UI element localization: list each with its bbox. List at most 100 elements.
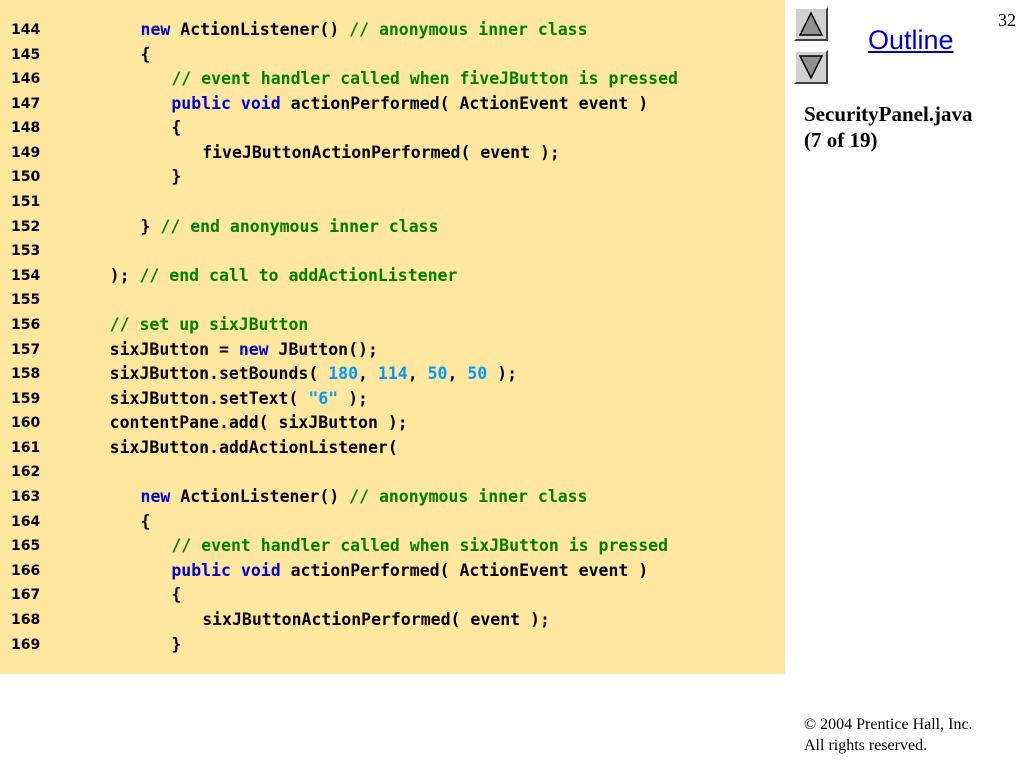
line-number: 149 xyxy=(11,144,41,161)
file-title-name: SecurityPanel.java xyxy=(804,102,973,126)
code-token: { xyxy=(140,44,151,64)
code-token: actionPerformed( ActionEvent event ) xyxy=(280,93,649,113)
keyword-token: void xyxy=(240,93,281,113)
comment-token: // event handler called when sixJButton … xyxy=(171,536,669,556)
outline-link[interactable]: Outline xyxy=(868,25,954,55)
line-number: 159 xyxy=(11,390,41,407)
code-text: public void actionPerformed( ActionEvent… xyxy=(171,92,648,117)
file-title-part: (7 of 19) xyxy=(804,128,878,152)
line-number: 164 xyxy=(11,513,41,530)
code-token: sixJButton.addActionListener( xyxy=(109,437,398,457)
code-text: // event handler called when sixJButton … xyxy=(171,534,668,559)
code-token: contentPane.add( sixJButton ); xyxy=(109,413,408,433)
line-number: 153 xyxy=(11,243,41,260)
line-number: 158 xyxy=(11,366,41,383)
code-line: 162 xyxy=(0,460,785,485)
code-token: sixJButtonActionPerformed( event ); xyxy=(202,609,550,629)
code-text: fiveJButtonActionPerformed( event ); xyxy=(202,141,560,166)
code-line: 147 public void actionPerformed( ActionEv… xyxy=(0,92,785,117)
comment-token: // event handler called when fiveJButton… xyxy=(171,69,678,89)
code-line: 151 xyxy=(0,190,785,215)
previous-slide-button[interactable] xyxy=(794,7,828,41)
code-text: } xyxy=(171,165,181,190)
line-number: 166 xyxy=(11,562,41,579)
line-number: 150 xyxy=(11,169,41,186)
code-line: 149 fiveJButtonActionPerformed( event ); xyxy=(0,141,785,166)
code-text: new ActionListener() // anonymous inner … xyxy=(141,18,588,43)
literal-token: 180 xyxy=(328,364,359,384)
line-number: 157 xyxy=(11,341,41,358)
line-number: 156 xyxy=(11,316,41,333)
code-text: { xyxy=(141,510,151,535)
code-line: 165 // event handler called when sixJButt… xyxy=(0,534,785,559)
code-token: ); xyxy=(109,265,140,285)
code-text: sixJButtonActionPerformed( event ); xyxy=(202,608,550,633)
code-line: 150} xyxy=(0,165,785,190)
code-line: 145{ xyxy=(0,43,785,68)
code-token: sixJButton.setBounds( xyxy=(109,364,329,384)
line-number: 167 xyxy=(11,587,41,604)
comment-token: // anonymous inner class xyxy=(349,487,588,507)
line-number: 155 xyxy=(11,292,41,309)
code-text: contentPane.add( sixJButton ); xyxy=(110,411,408,436)
code-token: } xyxy=(171,167,182,187)
line-number: 165 xyxy=(11,538,41,555)
code-token: , xyxy=(447,364,468,384)
line-number: 144 xyxy=(11,22,41,38)
code-line: 146 // event handler called when fiveJBut… xyxy=(0,67,785,92)
code-line: 167 { xyxy=(0,583,785,608)
code-listing-panel: 144 new ActionListener() // anonymous inn… xyxy=(0,0,785,674)
code-text: // event handler called when fiveJButton… xyxy=(171,67,678,92)
keyword-token: new xyxy=(140,20,171,39)
code-token: { xyxy=(171,118,182,138)
code-line: 155 xyxy=(0,288,785,313)
line-number: 147 xyxy=(11,95,41,112)
line-number: 151 xyxy=(11,194,41,211)
code-line: 153 xyxy=(0,239,785,264)
code-text: { xyxy=(171,116,181,141)
code-token: } xyxy=(140,216,161,236)
code-text: new ActionListener() // anonymous inner … xyxy=(141,485,588,510)
code-text: { xyxy=(171,583,181,608)
page-number: 32 xyxy=(998,10,1016,30)
code-line: 164 { xyxy=(0,510,785,535)
code-line: 161 sixJButton.addActionListener( xyxy=(0,436,785,461)
code-text: public void actionPerformed( ActionEvent… xyxy=(171,559,648,584)
code-token: { xyxy=(140,511,151,531)
code-line: 169} xyxy=(0,633,785,658)
line-number: 162 xyxy=(11,464,41,481)
code-line: 152} // end anonymous inner class xyxy=(0,215,785,240)
code-line: 154); // end call to addActionListener xyxy=(0,264,785,289)
keyword-token: new xyxy=(238,339,269,359)
literal-token: 50 xyxy=(467,364,488,384)
code-token: actionPerformed( ActionEvent event ) xyxy=(280,560,649,580)
line-number: 169 xyxy=(11,636,41,653)
literal-token: 50 xyxy=(427,364,448,384)
code-line: 156 // set up sixJButton xyxy=(0,313,785,338)
comment-token: // set up sixJButton xyxy=(109,314,309,334)
code-text: ); // end call to addActionListener xyxy=(110,264,458,289)
code-token: sixJButton.setText( xyxy=(109,388,309,408)
line-number: 160 xyxy=(11,415,41,432)
code-token: } xyxy=(171,634,182,654)
code-token: { xyxy=(171,585,182,605)
code-text: // set up sixJButton xyxy=(110,313,309,338)
line-number: 146 xyxy=(11,71,41,88)
comment-token: // end call to addActionListener xyxy=(139,265,458,285)
next-slide-button[interactable] xyxy=(794,50,828,84)
code-text: sixJButton.setBounds( 180, 114, 50, 50 )… xyxy=(110,362,517,387)
triangle-down-icon xyxy=(798,55,824,80)
line-number: 154 xyxy=(11,267,41,284)
code-token: JButton(); xyxy=(268,339,378,359)
comment-token: // end anonymous inner class xyxy=(160,216,439,236)
copyright-line: © 2004 Prentice Hall, Inc. xyxy=(804,716,973,733)
code-line: 166 public void actionPerformed( ActionEv… xyxy=(0,559,785,584)
code-token: fiveJButtonActionPerformed( event ); xyxy=(202,142,560,162)
line-number: 148 xyxy=(11,120,41,137)
line-number: 161 xyxy=(11,439,41,456)
